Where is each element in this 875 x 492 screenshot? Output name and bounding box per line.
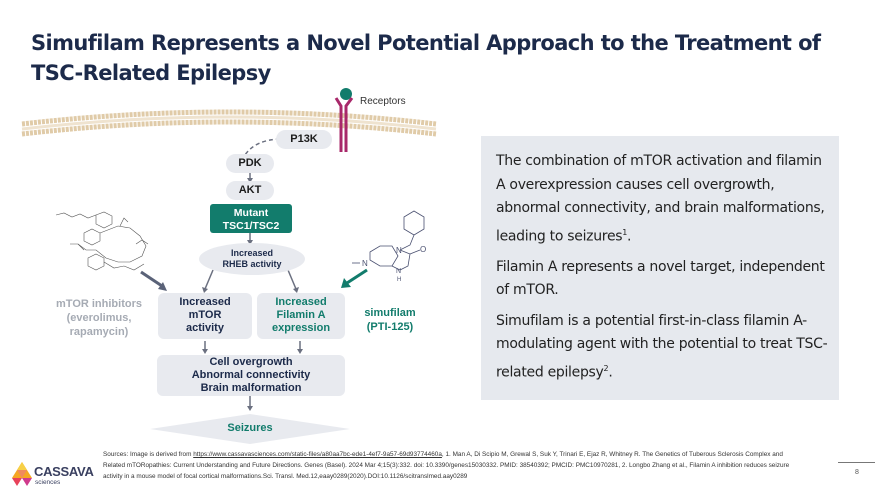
atom-n: N [362, 259, 368, 268]
simufilam-line2: (PTI-125) [366, 321, 414, 333]
logo-subtext: sciences [35, 479, 61, 486]
receptor-icon [334, 88, 354, 152]
p13k-node: P13K [276, 130, 332, 149]
cell-membrane [21, 109, 437, 137]
rheb-line2: RHEB activity [222, 259, 282, 269]
outcome-line1: Cell overgrowth [209, 356, 293, 368]
summary-paragraph-2: Filamin A represents a novel target, ind… [496, 258, 825, 299]
mutant-tsc-node: Mutant TSC1/TSC2 [210, 204, 292, 233]
tsc-label: TSC1/TSC2 [222, 220, 280, 232]
seizures-label: Seizures [227, 422, 273, 434]
outcome-node: Cell overgrowth Abnormal connectivity Br… [157, 355, 345, 396]
sources-footnote: Sources: Image is derived from https://w… [103, 451, 790, 480]
footer-divider [838, 462, 875, 463]
mtor-inhibitors-line2: (everolimus, [66, 312, 132, 324]
dashed-connector [244, 138, 281, 156]
page-title: Simufilam Represents a Novel Potential A… [31, 31, 821, 85]
receptors-label: Receptors [360, 96, 406, 107]
outcome-line2: Abnormal connectivity [191, 369, 311, 381]
mtor-inhibitors-label: mTOR inhibitors (everolimus, rapamycin) [40, 297, 158, 339]
summary-paragraph-3: Simufilam is a potential first-in-class … [496, 312, 828, 381]
pdk-node: PDK [226, 154, 274, 173]
atom-o: O [420, 245, 426, 254]
summary-paragraph-1: The combination of mTOR activation and f… [496, 153, 825, 245]
filamin-line3: expression [271, 322, 331, 334]
summary-textbox: The combination of mTOR activation and f… [481, 136, 839, 400]
logo-text: CASSAVA [34, 464, 94, 479]
simufilam-label: simufilam (PTI-125) [350, 306, 430, 334]
mtor-inhibitors-line1: mTOR inhibitors [56, 298, 142, 310]
atom-n: N [396, 246, 402, 255]
mtor-line1: Increased [179, 296, 231, 308]
simufilam-arrow [341, 268, 368, 288]
source-link[interactable]: https://www.cassavasciences.com/static-f… [193, 451, 442, 458]
mtor-activity-node: Increased mTOR activity [158, 293, 252, 339]
filamin-expression-node: Increased Filamin A expression [257, 293, 345, 339]
page-number: 8 [855, 469, 859, 476]
rheb-line1: Increased [230, 248, 274, 258]
filamin-line2: Filamin A [276, 309, 326, 321]
outcome-line3: Brain malformation [200, 382, 302, 394]
mtor-inhibitors-line3: rapamycin) [69, 326, 129, 338]
rapamycin-molecule-icon [55, 211, 149, 271]
mtor-line3: activity [186, 322, 224, 334]
simufilam-molecule-icon [352, 210, 425, 271]
rheb-activity-node: Increased RHEB activity [199, 243, 305, 275]
mtor-line2: mTOR [188, 309, 222, 321]
filamin-line1: Increased [275, 296, 327, 308]
atom-h: H [397, 277, 401, 283]
inhibitor-arrow [140, 270, 167, 291]
cassava-logo-icon [12, 462, 32, 486]
atom-nh: N [396, 268, 401, 275]
mutant-label: Mutant [233, 207, 269, 219]
akt-node: AKT [226, 181, 274, 200]
seizures-diamond [150, 414, 350, 444]
simufilam-line1: simufilam [364, 307, 416, 319]
